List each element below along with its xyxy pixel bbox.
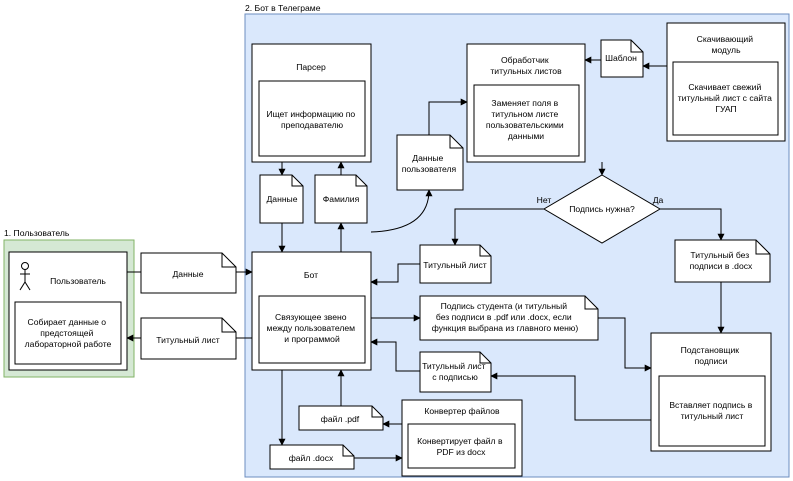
edge-with-signature-to-bot bbox=[370, 338, 420, 372]
doc-title-to-user: Титульный лист bbox=[140, 317, 237, 360]
doc-title-label: Титульный лист bbox=[156, 335, 220, 345]
doc-no-signature-line: подписи в .docx bbox=[690, 261, 753, 271]
parser-description: Ищет информацию по преподавателю bbox=[266, 109, 357, 130]
edge-user-data-to-handler bbox=[428, 98, 468, 135]
signature-inserter-title-line: подписи bbox=[695, 356, 728, 366]
edge-decision-yes bbox=[660, 208, 725, 241]
doc-student-signature-line: функция выбрана из главного меню) bbox=[432, 323, 579, 333]
signature-inserter-desc-line: титульный лист bbox=[681, 411, 744, 421]
title-handler-desc-line: титульном листе bbox=[491, 109, 558, 119]
doc-parser-data: Данные bbox=[259, 174, 304, 224]
title-handler-description: Заменяет поля в титульном листе пользова… bbox=[486, 98, 566, 141]
downloader-desc-line: Скачивает свежий bbox=[688, 82, 761, 92]
converter-block: Конвертер файлов Конвертирует файл в PDF… bbox=[401, 399, 523, 477]
doc-user-data-line: пользователя bbox=[402, 164, 457, 174]
doc-user-data: Данные пользователя bbox=[396, 134, 464, 191]
actor-label: Пользователь bbox=[50, 276, 106, 286]
bot-desc-line: Связующее звено bbox=[275, 312, 347, 322]
doc-with-signature-line: с подписью bbox=[432, 372, 478, 382]
doc-no-signature-line: Титульный без bbox=[690, 250, 749, 260]
converter-description: Конвертирует файл в PDF из docx bbox=[417, 436, 505, 457]
signature-inserter-description: Вставляет подпись в титульный лист bbox=[669, 400, 754, 421]
user-region-title: 1. Пользователь bbox=[4, 228, 70, 238]
title-handler-desc-line: Заменяет поля в bbox=[491, 98, 558, 108]
parser-title: Парсер bbox=[296, 62, 326, 72]
decision-no-label: Нет bbox=[537, 195, 552, 205]
user-desc-line: лабораторной работе bbox=[25, 339, 112, 349]
doc-student-signature-line: без подписи в .pdf или .docx, если bbox=[436, 312, 572, 322]
title-handler-block: Обработчик титульных листов Заменяет пол… bbox=[466, 43, 586, 163]
downloader-title-line: Скачивающий bbox=[697, 34, 754, 44]
bot-region-title: 2. Бот в Телеграме bbox=[245, 3, 321, 13]
edge-title-to-bot bbox=[370, 263, 420, 286]
signature-inserter-block: Подстановщик подписи Вставляет подпись в… bbox=[650, 332, 772, 452]
downloader-title: Скачивающий модуль bbox=[697, 34, 756, 55]
doc-with-signature: Титульный лист с подписью bbox=[419, 351, 492, 393]
connectors bbox=[126, 56, 725, 462]
title-handler-desc-line: пользовательскими bbox=[486, 120, 564, 130]
doc-student-signature: Подпись студента (и титульный без подпис… bbox=[419, 295, 599, 341]
doc-user-data-line: Данные bbox=[412, 153, 443, 163]
doc-student-signature-label: Подпись студента (и титульный без подпис… bbox=[432, 301, 579, 333]
user-block-description: Собирает данные о предстоящей лабораторн… bbox=[25, 317, 112, 349]
signature-inserter-title-line: Подстановщик bbox=[681, 345, 740, 355]
doc-user-data-label: Данные пользователя bbox=[402, 153, 457, 174]
doc-no-signature-label: Титульный без подписи в .docx bbox=[690, 250, 753, 271]
doc-surname: Фамилия bbox=[314, 174, 368, 224]
actor-icon bbox=[19, 262, 31, 291]
decision-question: Подпись нужна? bbox=[569, 204, 635, 214]
signature-inserter-title: Подстановщик подписи bbox=[681, 345, 742, 366]
bot-desc-line: и программой bbox=[284, 334, 340, 344]
parser-block: Парсер Ищет информацию по преподавателю bbox=[251, 43, 372, 163]
converter-desc-line: Конвертирует файл в bbox=[417, 436, 503, 446]
downloader-desc-line: ГУАП bbox=[715, 104, 736, 114]
doc-surname-label: Фамилия bbox=[323, 194, 360, 204]
edge-inserter-to-with-signature bbox=[490, 372, 651, 421]
parser-desc-line: преподавателю bbox=[281, 120, 344, 130]
downloader-desc-line: титульный лист с сайта bbox=[678, 93, 772, 103]
title-handler-title-line: титульных листов bbox=[490, 66, 562, 76]
converter-desc-line: PDF из docx bbox=[437, 447, 487, 457]
doc-file-docx-label: файл .docx bbox=[289, 453, 334, 463]
doc-title-to-bot-label: Титульный лист bbox=[423, 260, 487, 270]
doc-no-signature: Титульный без подписи в .docx bbox=[674, 239, 771, 283]
doc-file-pdf: файл .pdf bbox=[298, 405, 384, 431]
user-block: Пользователь Собирает данные о предстоящ… bbox=[8, 251, 128, 371]
bot-title: Бот bbox=[304, 270, 318, 280]
doc-with-signature-label: Титульный лист с подписью bbox=[422, 361, 488, 382]
doc-parser-data-label: Данные bbox=[266, 194, 297, 204]
title-handler-desc-line: данными bbox=[508, 131, 544, 141]
doc-data-to-bot: Данные bbox=[140, 252, 237, 294]
edge-signature-to-inserter bbox=[598, 317, 652, 372]
title-handler-title-line: Обработчик bbox=[501, 55, 549, 65]
signature-inserter-desc-line: Вставляет подпись в bbox=[669, 400, 752, 410]
doc-title-to-bot: Титульный лист bbox=[419, 244, 492, 284]
user-desc-line: Собирает данные о bbox=[28, 317, 107, 327]
edge-bot-to-user-data bbox=[370, 189, 433, 233]
bot-block: Бот Связующее звено между пользователем … bbox=[251, 251, 372, 371]
parser-desc-line: Ищет информацию по bbox=[266, 109, 355, 119]
doc-template-label: Шаблон bbox=[605, 53, 637, 63]
user-desc-line: предстоящей bbox=[40, 328, 93, 338]
decision-diamond: Подпись нужна? bbox=[543, 174, 661, 244]
doc-with-signature-line: Титульный лист bbox=[422, 361, 486, 371]
doc-file-pdf-label: файл .pdf bbox=[321, 414, 360, 424]
doc-data-label: Данные bbox=[172, 269, 203, 279]
edge-decision-no bbox=[451, 208, 544, 246]
bot-description: Связующее звено между пользователем и пр… bbox=[267, 312, 358, 344]
doc-student-signature-line: Подпись студента (и титульный bbox=[441, 301, 568, 311]
doc-template: Шаблон bbox=[600, 39, 644, 78]
title-handler-title: Обработчик титульных листов bbox=[490, 55, 562, 76]
converter-title: Конвертер файлов bbox=[424, 406, 500, 416]
decision-yes-label: Да bbox=[653, 195, 664, 205]
downloader-block: Скачивающий модуль Скачивает свежий титу… bbox=[666, 22, 786, 142]
bot-desc-line: между пользователем bbox=[267, 323, 356, 333]
downloader-title-line: модуль bbox=[711, 45, 741, 55]
doc-file-docx: файл .docx bbox=[269, 444, 355, 470]
downloader-description: Скачивает свежий титульный лист с сайта … bbox=[678, 82, 775, 114]
